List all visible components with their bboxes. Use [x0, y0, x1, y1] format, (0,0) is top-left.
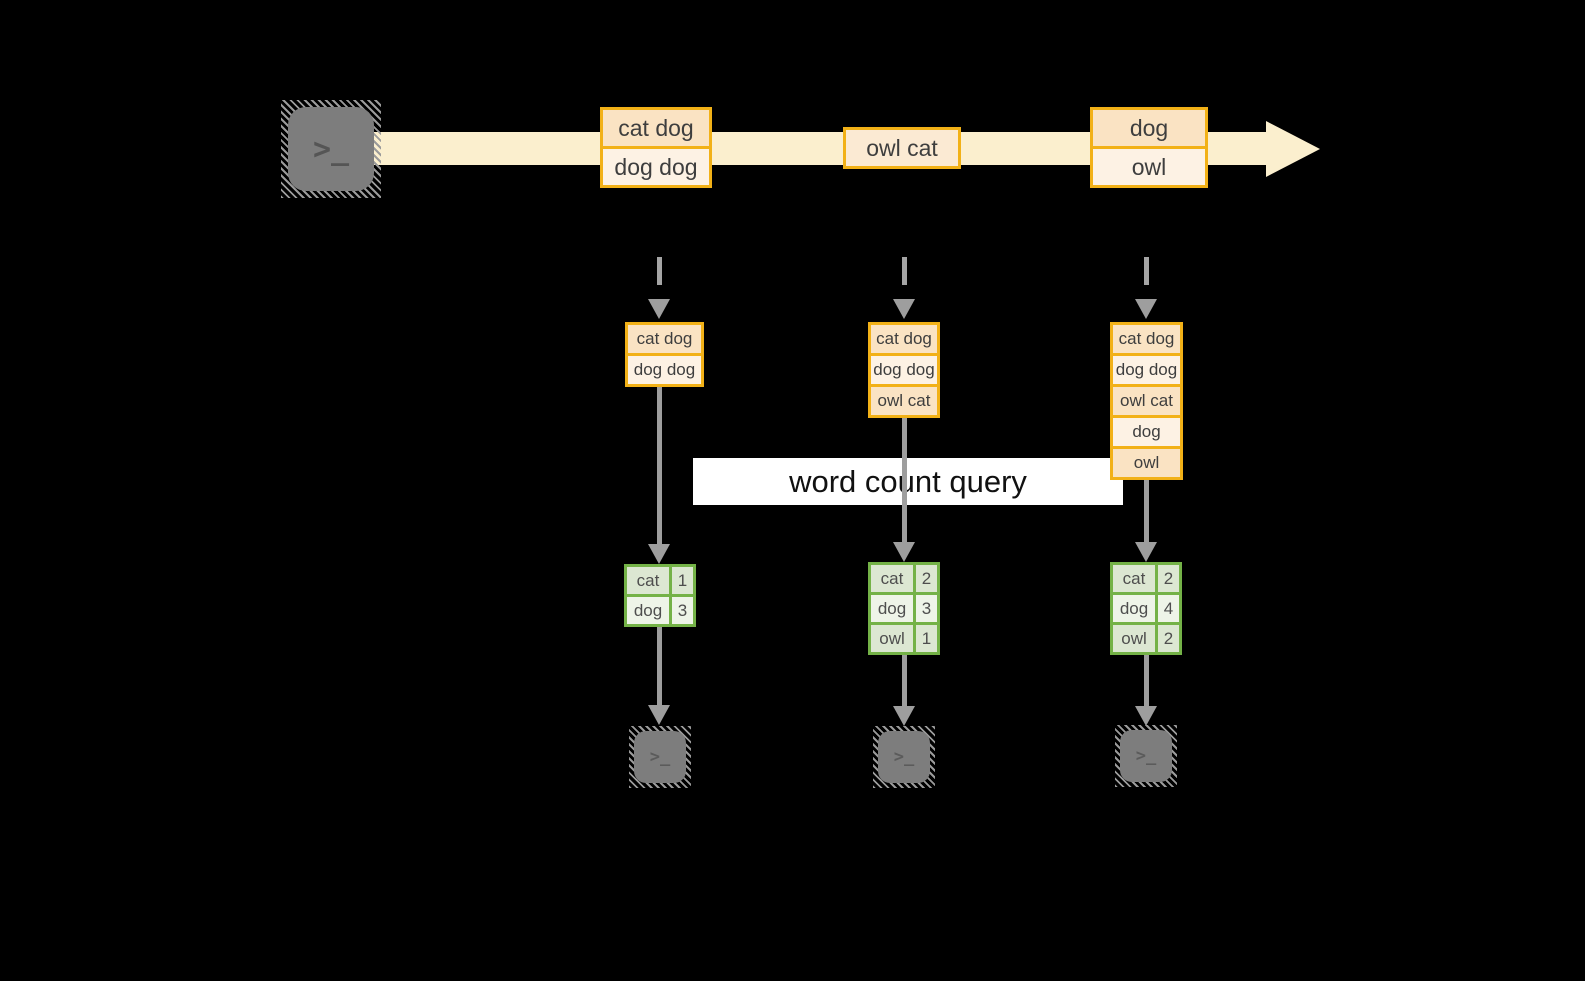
- result-count: 3: [916, 595, 937, 622]
- query-label: word count query: [789, 463, 1027, 499]
- dashed-arrow-line: [657, 257, 662, 299]
- terminal-icon: >_: [878, 731, 930, 783]
- result-count: 4: [1158, 595, 1179, 622]
- arrowhead-icon: [1135, 706, 1157, 726]
- terminal-prompt-glyph: >_: [1135, 746, 1157, 766]
- state-item: dog: [1113, 415, 1180, 446]
- dashed-arrowhead-icon: [893, 299, 915, 319]
- terminal-icon: >_: [634, 731, 686, 783]
- state-item: dog dog: [1113, 353, 1180, 384]
- result-word: cat: [871, 565, 913, 592]
- state-item: cat dog: [628, 325, 701, 353]
- dashed-arrowhead-icon: [648, 299, 670, 319]
- batch-box-1: cat dog dog dog: [600, 107, 712, 188]
- result-count: 2: [916, 565, 937, 592]
- result-word: cat: [1113, 565, 1155, 592]
- state-item: owl cat: [871, 384, 937, 415]
- query-label-band: word count query: [693, 458, 1123, 505]
- state-box-1: cat dog dog dog: [625, 322, 704, 387]
- state-box-2: cat dog dog dog owl cat: [868, 322, 940, 418]
- arrow-line: [657, 387, 662, 544]
- state-box-3: cat dog dog dog owl cat dog owl: [1110, 322, 1183, 480]
- arrow-line: [902, 655, 907, 706]
- arrowhead-icon: [648, 705, 670, 725]
- dashed-arrowhead-icon: [1135, 299, 1157, 319]
- state-item: cat dog: [871, 325, 937, 353]
- result-table-1: cat 1 dog 3: [624, 564, 696, 627]
- dashed-arrow-line: [902, 257, 907, 299]
- state-item: owl cat: [1113, 384, 1180, 415]
- result-word: owl: [871, 625, 913, 652]
- result-word: cat: [627, 567, 669, 594]
- result-count: 2: [1158, 625, 1179, 652]
- sink-terminal-icon-2: >_: [873, 726, 935, 788]
- result-word: owl: [1113, 625, 1155, 652]
- result-word: dog: [627, 597, 669, 624]
- batch-item: cat dog: [603, 110, 709, 146]
- terminal-prompt-glyph: >_: [893, 747, 915, 767]
- arrow-line: [657, 627, 662, 705]
- result-count: 1: [672, 567, 693, 594]
- batch-item: owl: [1093, 146, 1205, 185]
- terminal-prompt-glyph: >_: [649, 747, 671, 767]
- sink-terminal-icon-1: >_: [629, 726, 691, 788]
- arrowhead-icon: [893, 542, 915, 562]
- arrow-line: [1144, 655, 1149, 706]
- sink-terminal-icon-3: >_: [1115, 725, 1177, 787]
- batch-box-3: dog owl: [1090, 107, 1208, 188]
- state-item: dog dog: [628, 353, 701, 384]
- result-word: dog: [1113, 595, 1155, 622]
- result-word: dog: [871, 595, 913, 622]
- result-table-2: cat 2 dog 3 owl 1: [868, 562, 940, 655]
- batch-item: dog dog: [603, 146, 709, 185]
- stream-arrowhead-icon: [1266, 121, 1320, 177]
- dashed-arrow-line: [1144, 257, 1149, 299]
- result-count: 1: [916, 625, 937, 652]
- arrowhead-icon: [648, 544, 670, 564]
- source-terminal-icon: >_: [281, 100, 381, 198]
- terminal-icon: >_: [288, 107, 374, 191]
- result-table-3: cat 2 dog 4 owl 2: [1110, 562, 1182, 655]
- batch-item: owl cat: [846, 130, 958, 166]
- state-item: dog dog: [871, 353, 937, 384]
- arrow-line: [902, 418, 907, 542]
- batch-item: dog: [1093, 110, 1205, 146]
- arrow-line: [1144, 480, 1149, 542]
- result-count: 2: [1158, 565, 1179, 592]
- state-item: cat dog: [1113, 325, 1180, 353]
- terminal-icon: >_: [1120, 730, 1172, 782]
- terminal-prompt-glyph: >_: [312, 131, 350, 167]
- batch-box-2: owl cat: [843, 127, 961, 169]
- result-count: 3: [672, 597, 693, 624]
- arrowhead-icon: [1135, 542, 1157, 562]
- arrowhead-icon: [893, 706, 915, 726]
- state-item: owl: [1113, 446, 1180, 477]
